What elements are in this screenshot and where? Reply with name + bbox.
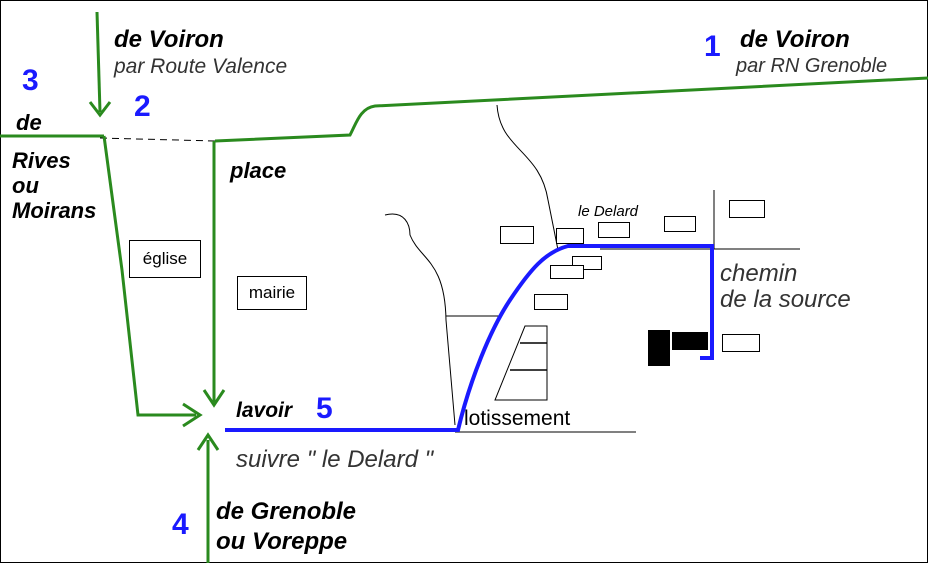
label-suivre: suivre " le Delard "	[236, 446, 434, 473]
route-2-line	[95, 11, 102, 113]
number-3: 3	[22, 64, 39, 97]
eglise-label: église	[142, 249, 188, 268]
number-1: 1	[704, 30, 721, 63]
mairie-label: mairie	[248, 283, 296, 302]
voiron-rn-title: de Voiron	[740, 26, 850, 53]
mairie-box: mairie	[237, 276, 307, 310]
label-rives: Rives	[12, 148, 71, 173]
route-1-line	[214, 76, 928, 143]
house-2	[556, 228, 584, 244]
label-le-delard: le Delard	[578, 203, 639, 220]
green-routes	[0, 11, 928, 563]
eglise-box: église	[129, 240, 201, 278]
road-thin-2	[384, 213, 456, 426]
house-3	[598, 222, 630, 238]
voiron-valence-title: de Voiron	[114, 26, 224, 53]
dashed-road	[99, 137, 216, 142]
label-lotissement: lotissement	[464, 407, 571, 430]
house-7	[550, 265, 584, 279]
lotissement-block	[494, 325, 548, 401]
label-de: de	[16, 110, 42, 135]
road-thin-1	[496, 104, 559, 251]
number-4: 4	[172, 508, 189, 541]
label-chemin: chemin	[720, 260, 798, 287]
house-5	[729, 200, 765, 218]
house-8	[534, 294, 568, 310]
number-2: 2	[134, 90, 151, 123]
house-1	[500, 226, 534, 244]
blue-route-5	[225, 244, 714, 432]
route-rives-line	[102, 135, 196, 417]
voiron-valence-sub: par Route Valence	[114, 55, 288, 78]
label-lavoir: lavoir	[236, 399, 293, 422]
label-voreppe: ou Voreppe	[216, 528, 348, 555]
house-9	[722, 334, 760, 352]
building-source-2	[672, 332, 708, 350]
label-de-la-source: de la source	[720, 286, 851, 313]
voiron-rn-sub: par RN Grenoble	[736, 55, 888, 77]
number-5: 5	[316, 392, 333, 425]
label-ou: ou	[12, 173, 39, 198]
label-moirans: Moirans	[12, 198, 97, 223]
label-place: place	[230, 158, 287, 183]
house-4	[664, 216, 696, 232]
label-grenoble: de Grenoble	[216, 498, 357, 525]
building-source	[648, 330, 670, 366]
